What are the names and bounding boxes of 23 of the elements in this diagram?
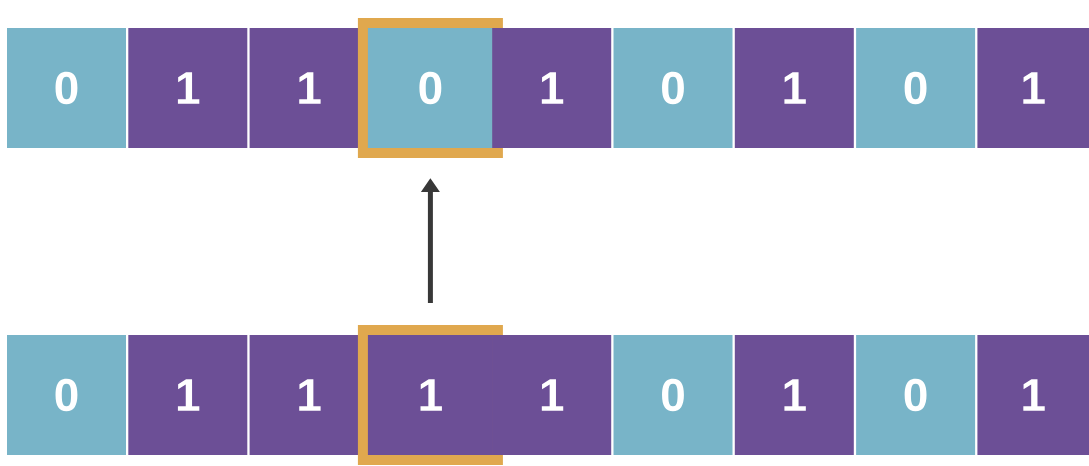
bit-cell: 1 [249,335,369,455]
bit-cell: 1 [977,28,1089,148]
bit-cell: 0 [7,28,126,148]
bit-cell: 1 [128,335,248,455]
bit-cell: 0 [613,335,733,455]
bit-cell: 1 [977,335,1089,455]
bit-cell: 1 [734,335,854,455]
bit-cell: 0 [856,335,976,455]
node-label: 1 [177,379,200,411]
bit-cell: 1 [128,28,248,148]
bit-cell: 1 [492,28,612,148]
bit-cell: 1 [734,28,854,148]
node-label: 1 [299,72,321,104]
node-label: 1 [299,379,321,411]
bit-cell: 0 [856,28,976,148]
bit-cell: 1 [492,335,612,455]
bit-cell: 0 [7,335,126,455]
bit-cell: 1 [249,28,369,148]
bit-cell: 0 [613,28,733,148]
highlighted-cell: 0 [357,18,503,158]
node-label: 1 [177,72,200,104]
node-label: 1 [541,379,564,411]
highlighted-cell: 1 [357,325,503,465]
